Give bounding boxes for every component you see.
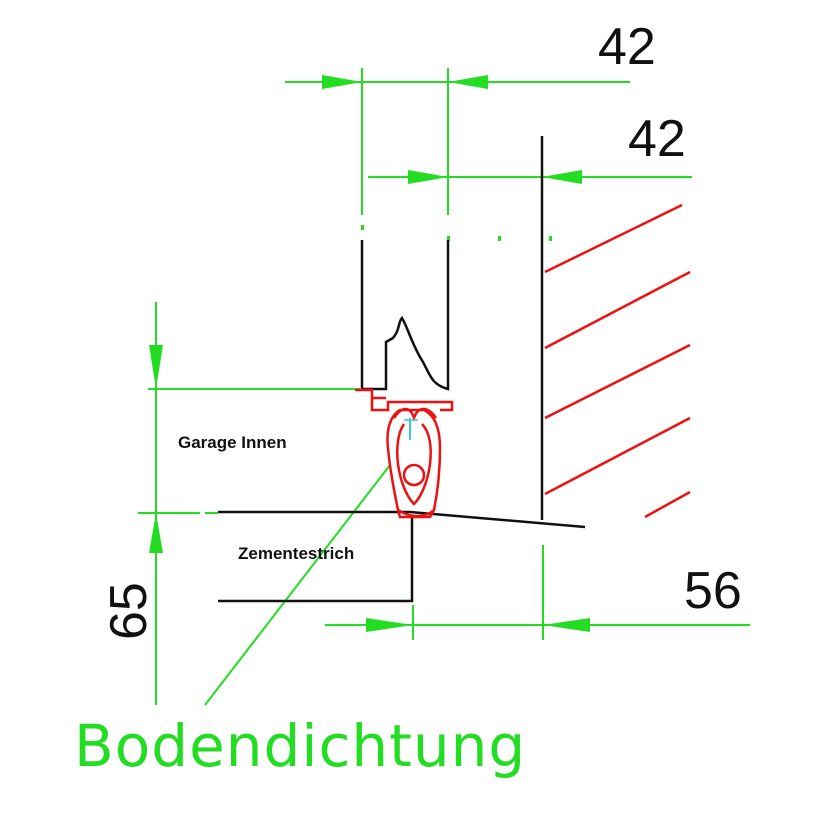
floor-slope-line (409, 510, 586, 529)
seal-top-lips (392, 407, 438, 422)
arrow-bottom-left (366, 618, 413, 632)
dim-left-height-label: 65 (100, 582, 158, 640)
dim-second-width-label: 42 (628, 110, 686, 168)
seal-carrier-rail (355, 388, 454, 412)
garage-interior-label: Garage Innen (178, 433, 287, 452)
arrow-second-left (408, 170, 448, 184)
seal-leader-line (204, 464, 391, 706)
dim-bottom-width-label: 56 (684, 562, 742, 620)
dimension-arrows (149, 75, 590, 632)
seal-bulb-outer (386, 408, 442, 518)
door-leaf-profile (360, 240, 450, 391)
seal-bulb-inner (396, 423, 432, 506)
floor-seal-profile (355, 388, 454, 519)
floor-seal-callout-label: Bodendichtung (74, 712, 526, 780)
arrow-second-right (542, 170, 582, 184)
cement-screed-label: Zementestrich (238, 544, 354, 563)
arrow-left-top (149, 345, 163, 389)
seal-hollow-chamber (402, 463, 426, 487)
arrow-top-left (322, 75, 362, 89)
arrow-left-bottom (149, 513, 163, 553)
arrow-top-right (448, 75, 488, 89)
seal-foot (396, 509, 436, 519)
screed-recess-outline (218, 515, 414, 603)
dim-top-width-label: 42 (598, 18, 656, 76)
construction-outlines (218, 136, 586, 603)
wall-hatching (544, 203, 691, 519)
arrow-bottom-right (543, 618, 590, 632)
dash-ticks (361, 225, 552, 241)
